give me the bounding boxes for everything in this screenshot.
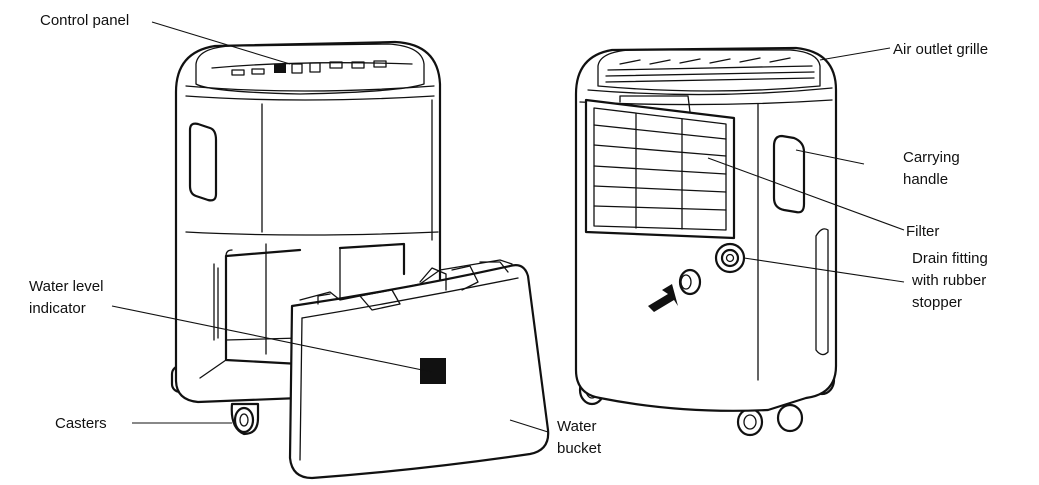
- rear-unit: [574, 46, 838, 437]
- top-plate-edge: [211, 62, 413, 69]
- label-water-level-1: Water level: [29, 278, 103, 295]
- bucket-float-b: [419, 267, 447, 291]
- control-panel-buttons: [231, 60, 387, 76]
- rear-side-slot: [815, 228, 829, 356]
- filter: [584, 95, 736, 240]
- air-outlet-grille: [605, 57, 815, 83]
- labels: Control panel Air outlet grille Carrying…: [29, 12, 988, 457]
- leader-drain: [743, 257, 905, 283]
- bucket-float-d: [479, 261, 509, 273]
- bucket-float-a: [317, 293, 331, 305]
- rear-unit-caster-front-left: [736, 407, 764, 437]
- cavity-corner: [225, 249, 233, 257]
- label-filter: Filter: [906, 223, 939, 240]
- leader-water-bucket: [509, 419, 549, 433]
- carrying-handle: [772, 134, 806, 214]
- label-drain-fitting-2: with rubber: [911, 272, 986, 289]
- leader-lines: [111, 21, 905, 433]
- leader-air-outlet: [819, 47, 891, 61]
- rear-top-rim: [587, 87, 833, 96]
- water-bucket: [288, 259, 550, 480]
- rubber-stopper: [678, 268, 702, 296]
- cavity-floor: [199, 337, 301, 379]
- leader-filter: [707, 157, 905, 231]
- bucket-top-lip: [299, 259, 513, 301]
- bucket-float-c: [451, 265, 479, 291]
- label-drain-fitting-1: Drain fitting: [912, 250, 988, 267]
- filter-grid: [593, 112, 727, 230]
- label-carrying-handle-1: Carrying: [903, 149, 960, 166]
- drain-fitting: [714, 242, 746, 274]
- top-rim-2: [185, 95, 435, 101]
- leader-control-panel: [151, 21, 291, 65]
- leader-carrying-handle: [795, 149, 865, 165]
- bucket-front-face: [288, 264, 550, 480]
- bucket-float-e: [359, 289, 401, 311]
- label-carrying-handle-2: handle: [903, 171, 948, 188]
- top-rim: [185, 85, 435, 92]
- front-unit: [170, 40, 550, 480]
- front-side-handle: [188, 122, 218, 202]
- rear-top-plate: [597, 49, 821, 92]
- rear-unit-caster-front-right: [776, 403, 804, 433]
- label-water-bucket-1: Water: [557, 418, 596, 435]
- label-control-panel: Control panel: [40, 12, 129, 29]
- label-water-bucket-2: bucket: [557, 440, 602, 457]
- bucket-left-edge: [299, 317, 303, 461]
- drain-arrow: [648, 284, 678, 312]
- label-water-level-2: indicator: [29, 300, 86, 317]
- filter-tab: [619, 95, 691, 113]
- bucket-opening-top: [185, 231, 439, 236]
- front-caster: [230, 402, 260, 436]
- label-casters: Casters: [55, 415, 107, 432]
- leader-water-level: [111, 305, 433, 373]
- label-drain-fitting-3: stopper: [912, 294, 962, 311]
- label-air-outlet-grille: Air outlet grille: [893, 41, 988, 58]
- bucket-rim-inner: [301, 277, 519, 319]
- top-plate: [195, 43, 425, 95]
- water-level-window: [420, 358, 446, 384]
